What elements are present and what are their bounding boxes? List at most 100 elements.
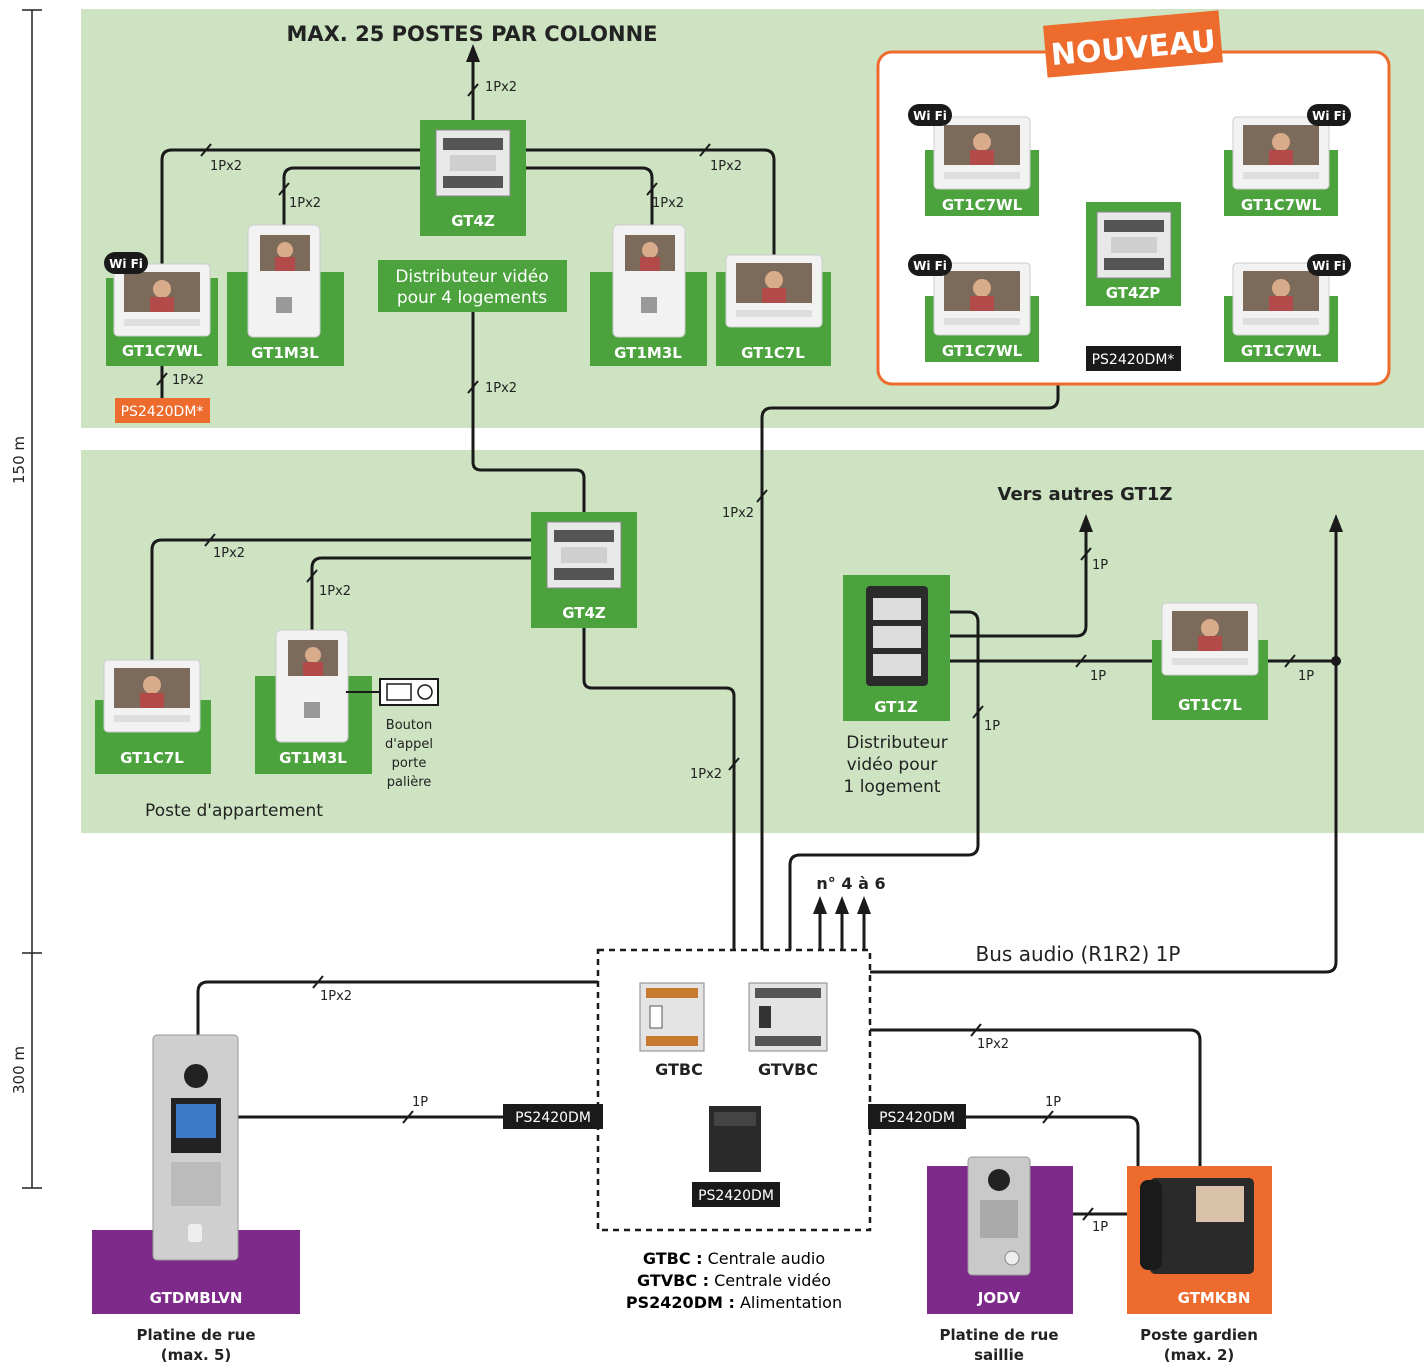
monitor-gt1c7l-upper: GT1C7L: [716, 254, 831, 366]
gt1c7l-lower-label: GT1C7L: [120, 749, 184, 767]
legend-val-2: Centrale vidéo: [709, 1271, 831, 1290]
monitor-gt1c7wl-tr: GT1C7WL: [1224, 116, 1338, 216]
legend-key-3: PS2420DM :: [626, 1293, 735, 1312]
ps2420dm-star-left: PS2420DM*: [115, 398, 210, 423]
dist1-l2: vidéo pour: [847, 755, 938, 775]
jodv-panel: JODV: [927, 1156, 1073, 1314]
wifi-text: Wi Fi: [1312, 109, 1346, 123]
wires: [150, 44, 1343, 1216]
gt1z-label: GT1Z: [874, 698, 918, 716]
dist4-line1: Distributeur vidéo: [395, 267, 548, 287]
wifi-text: Wi Fi: [1312, 259, 1346, 273]
gt1c7wl-tr-label: GT1C7WL: [1241, 196, 1322, 214]
scale-300: 300 m: [10, 1046, 28, 1094]
poste-l2: (max. 2): [1164, 1346, 1235, 1364]
btn-l2: d'appel: [385, 737, 433, 752]
wifi-text: Wi Fi: [109, 257, 143, 271]
monitor-gt1c7wl-br: GT1C7WL: [1224, 262, 1338, 362]
wl-12: 1P: [1092, 558, 1108, 573]
monitor-gt1c7l-lower: GT1C7L: [95, 659, 211, 774]
wl-5: 1Px2: [710, 159, 742, 174]
wifi-text: Wi Fi: [913, 109, 947, 123]
scale-bar: 150 m 300 m: [10, 9, 42, 1189]
wl-20: 1P: [1092, 1220, 1108, 1235]
gt4z-upper-label: GT4Z: [451, 212, 495, 230]
dist4-caption: Distributeur vidéo pour 4 logements: [378, 260, 567, 312]
wl-3: 1Px2: [289, 196, 321, 211]
ps-star-right-label: PS2420DM*: [1092, 352, 1175, 368]
btn-l3: porte: [392, 756, 427, 771]
wl-11: 1Px2: [690, 767, 722, 782]
poste-l1: Poste gardien: [1140, 1326, 1258, 1344]
legend-key-1: GTBC :: [643, 1249, 703, 1268]
legend-line-1: GTBC : Centrale audio: [643, 1249, 825, 1268]
gt1c7wl-bl-label: GT1C7WL: [942, 342, 1023, 360]
wl-17: 1P: [412, 1095, 428, 1110]
wl-8: 1Px2: [213, 546, 245, 561]
nouveau-badge: NOUVEAU: [1043, 10, 1223, 78]
plat1-l1: Platine de rue: [136, 1326, 255, 1344]
dist1-l1: Distributeur: [846, 733, 948, 753]
wl-15: 1P: [1298, 669, 1314, 684]
wl-7: 1Px2: [485, 381, 517, 396]
wl-13: 1P: [984, 719, 1000, 734]
wl-6: 1Px2: [172, 373, 204, 388]
gt1m3l-lower-label: GT1M3L: [279, 749, 347, 767]
btn-l4: palière: [387, 775, 432, 790]
wl-2: 1Px2: [210, 159, 242, 174]
plat2-l2: saillie: [974, 1346, 1024, 1364]
gt4zp-label: GT4ZP: [1106, 284, 1161, 302]
max-posts-title: MAX. 25 POSTES PAR COLONNE: [286, 22, 657, 46]
gt4z-upper: GT4Z: [420, 120, 526, 236]
ps-star-left-label: PS2420DM*: [121, 404, 204, 420]
gt4z-lower-label: GT4Z: [562, 604, 606, 622]
wl-19: 1P: [1045, 1095, 1061, 1110]
wifi-icon: Wi Fi: [1307, 104, 1351, 126]
wl-18: 1Px2: [977, 1037, 1009, 1052]
monitor-gt1c7wl-bl: GT1C7WL: [925, 262, 1039, 362]
wl-14: 1P: [1090, 669, 1106, 684]
dist1-l3: 1 logement: [843, 777, 940, 797]
wifi-icon: Wi Fi: [908, 254, 952, 276]
legend-line-3: PS2420DM : Alimentation: [626, 1293, 842, 1312]
ps2420dm-module: PS2420DM: [692, 1106, 780, 1207]
ps-right-label: PS2420DM: [879, 1110, 955, 1126]
gt1c7l-right-label: GT1C7L: [1178, 696, 1242, 714]
scale-150: 150 m: [10, 436, 28, 484]
gtvbc-label: GTVBC: [758, 1060, 818, 1079]
doorbell-button: [346, 678, 439, 706]
legend-val-1: Centrale audio: [703, 1249, 826, 1268]
other-gt1z-title: Vers autres GT1Z: [998, 484, 1173, 505]
wl-1: 1Px2: [485, 80, 517, 95]
ps2420dm-left-tag: PS2420DM: [503, 1104, 603, 1129]
wl-9: 1Px2: [319, 584, 351, 599]
gt1z-distributor: GT1Z: [843, 575, 950, 721]
gtmkbn-station: GTMKBN: [1127, 1166, 1272, 1314]
btn-l1: Bouton: [386, 718, 432, 733]
gt4z-lower: GT4Z: [531, 512, 637, 628]
handset-gt1m3l-upper-right: GT1M3L: [590, 224, 707, 366]
monitor-gt1c7wl-left: GT1C7WL: [106, 263, 218, 366]
monitor-gt1c7l-right: GT1C7L: [1152, 602, 1268, 720]
wl-16: 1Px2: [320, 989, 352, 1004]
legend-val-3: Alimentation: [735, 1293, 842, 1312]
plat1-l2: (max. 5): [161, 1346, 232, 1364]
handset-gt1m3l-upper-left: GT1M3L: [227, 224, 344, 366]
jodv-label: JODV: [977, 1289, 1021, 1307]
wl-4: 1Px2: [652, 196, 684, 211]
wifi-icon: Wi Fi: [1307, 254, 1351, 276]
gt4zp-distributor: GT4ZP: [1086, 202, 1181, 306]
gt1c7wl-tl-label: GT1C7WL: [942, 196, 1023, 214]
gtmkbn-label: GTMKBN: [1178, 1289, 1251, 1307]
wl-10: 1Px2: [722, 506, 754, 521]
ps-left-label: PS2420DM: [515, 1110, 591, 1126]
legend-line-2: GTVBC : Centrale vidéo: [637, 1271, 831, 1290]
wifi-icon: Wi Fi: [908, 104, 952, 126]
gtdmblvn-panel: GTDMBLVN: [92, 1034, 300, 1314]
gt1c7wl-left-label: GT1C7WL: [122, 342, 203, 360]
ps2420dm-right-tag: PS2420DM: [868, 1104, 966, 1129]
ps2420dm-star-right: PS2420DM*: [1086, 346, 1181, 371]
gt1c7wl-br-label: GT1C7WL: [1241, 342, 1322, 360]
monitor-gt1c7wl-tl: GT1C7WL: [925, 116, 1039, 216]
